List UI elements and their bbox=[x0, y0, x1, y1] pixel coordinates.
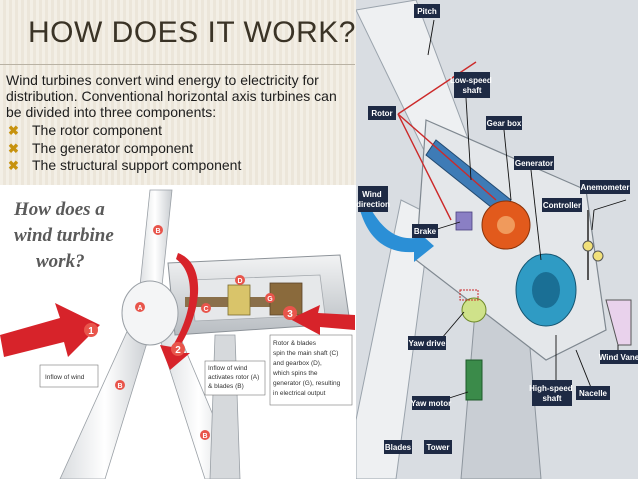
list-item-text: The generator component bbox=[32, 139, 194, 156]
brake bbox=[455, 211, 473, 231]
x-bullet-icon: ✖ bbox=[8, 158, 19, 173]
anemometer-cup bbox=[582, 240, 594, 252]
component-list: ✖ The rotor component ✖ The generator comp… bbox=[6, 122, 241, 175]
label-tower: Tower bbox=[427, 443, 450, 452]
activates-caption-box bbox=[204, 360, 266, 396]
part-letter: B bbox=[117, 383, 122, 390]
inflow-caption-box bbox=[39, 364, 99, 388]
text-panel-background bbox=[0, 0, 358, 190]
label-rotor: Rotor bbox=[371, 109, 392, 118]
label-yaw-motor: Yaw motor bbox=[411, 399, 451, 408]
part-letter: A bbox=[137, 305, 142, 312]
label-low-speed-shaft: Low-speed shaft bbox=[450, 76, 494, 95]
list-item: ✖ The structural support component bbox=[6, 157, 241, 175]
rotor-blades-caption-box bbox=[269, 334, 353, 406]
label-blades: Blades bbox=[385, 443, 412, 452]
inflow-caption: Inflow of wind bbox=[45, 374, 85, 381]
label-brake: Brake bbox=[414, 227, 437, 236]
list-item: ✖ The generator component bbox=[6, 140, 241, 158]
illustration-heading: How does a wind turbine work? bbox=[13, 199, 119, 272]
rotor-hub bbox=[121, 280, 179, 346]
label-nacelle: Nacelle bbox=[579, 389, 608, 398]
label-high-speed-shaft: High-speed shaft bbox=[529, 384, 575, 403]
part-letter: C bbox=[203, 306, 208, 313]
wind-turbine-illustration: How does a wind turbine work? 1 2 3 A B … bbox=[0, 185, 360, 479]
label-generator: Generator bbox=[515, 159, 553, 168]
list-item-text: The structural support component bbox=[32, 157, 242, 173]
step-badge-3 bbox=[283, 306, 297, 320]
part-letter: B bbox=[202, 433, 207, 440]
turbine-components-diagram: Pitch Low-speed shaft Rotor Gear box Gen… bbox=[356, 0, 638, 479]
diagram-labels: Pitch Low-speed shaft Rotor Gear box Gen… bbox=[356, 4, 638, 454]
label-controller: Controller bbox=[543, 201, 581, 210]
list-item: ✖ The rotor component bbox=[6, 122, 241, 140]
step-number: 1 bbox=[88, 326, 94, 337]
yaw-motor bbox=[465, 359, 483, 401]
activates-caption: Inflow of wind activates rotor (A) & bla… bbox=[208, 365, 261, 390]
part-letter: G bbox=[267, 296, 273, 303]
tower bbox=[209, 334, 241, 479]
step-badge-1 bbox=[84, 323, 98, 337]
intro-paragraph: Wind turbines convert wind energy to ele… bbox=[6, 72, 337, 120]
x-bullet-icon: ✖ bbox=[8, 123, 19, 138]
label-wind-direction: Wind direction bbox=[356, 190, 390, 209]
label-anemometer: Anemometer bbox=[581, 183, 630, 192]
rotor-blades-caption: Rotor & blades spin the main shaft (C) a… bbox=[272, 340, 342, 397]
part-letter: B bbox=[155, 228, 160, 235]
label-gear-box: Gear box bbox=[487, 119, 522, 128]
x-bullet-icon: ✖ bbox=[8, 140, 19, 156]
gearbox bbox=[227, 284, 251, 316]
step-number: 2 bbox=[175, 345, 181, 356]
wind-direction-arrow bbox=[360, 200, 434, 262]
part-letter: D bbox=[237, 278, 242, 285]
yaw-drive-gear bbox=[461, 297, 487, 323]
title-divider bbox=[0, 64, 355, 65]
slide-title: HOW DOES IT WORK??? bbox=[28, 16, 391, 49]
label-wind-vane: Wind Vane bbox=[599, 353, 638, 362]
label-pitch: Pitch bbox=[417, 7, 437, 16]
wind-vane bbox=[605, 299, 632, 346]
output-arrow bbox=[290, 305, 355, 335]
step-badge-2 bbox=[171, 342, 185, 356]
wind-inflow-arrow bbox=[0, 303, 100, 357]
step-number: 3 bbox=[287, 309, 293, 320]
list-item-text: The rotor component bbox=[32, 122, 162, 138]
label-yaw-drive: Yaw drive bbox=[409, 339, 446, 348]
